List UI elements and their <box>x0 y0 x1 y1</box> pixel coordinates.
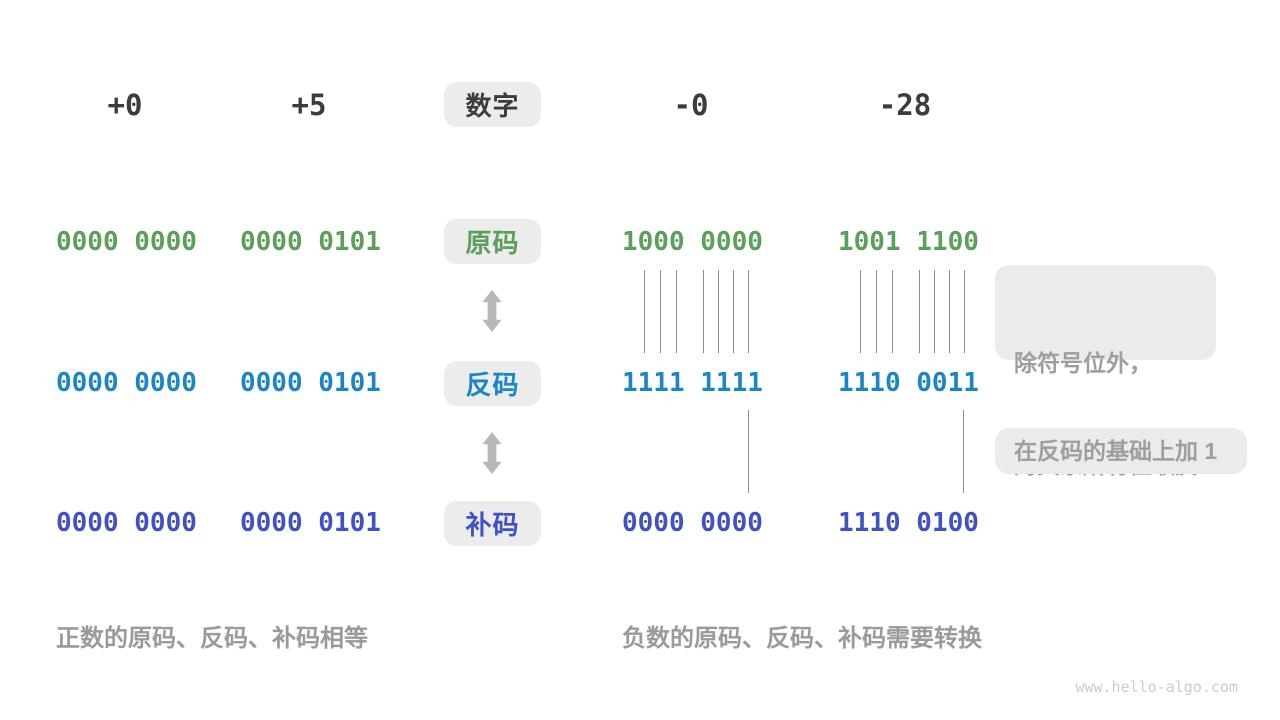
bit-connector-line <box>876 270 877 353</box>
bit-connector-line <box>860 270 861 353</box>
sign-magnitude-neg-28: 1001 1100 <box>838 227 979 257</box>
bit-connector-line <box>676 270 677 353</box>
twos-complement-label-box: 补码 <box>444 501 541 546</box>
negative-caption: 负数的原码、反码、补码需要转换 <box>622 625 982 652</box>
bit-connector-line <box>703 270 704 353</box>
bit-connector-line <box>644 270 645 353</box>
ones-complement-neg-zero: 1111 1111 <box>622 368 763 398</box>
bit-connector-line <box>919 270 920 353</box>
add-one-annotation-text: 在反码的基础上加 1 <box>1014 438 1218 464</box>
number-label-box: 数字 <box>444 82 541 127</box>
bit-connector-line <box>748 270 749 353</box>
positive-caption: 正数的原码、反码、补码相等 <box>56 625 368 652</box>
bit-connector-line <box>733 270 734 353</box>
ones-complement-neg-28: 1110 0011 <box>838 368 979 398</box>
bit-connector-line <box>934 270 935 353</box>
bit-connector-line <box>964 270 965 353</box>
bit-connector-line <box>949 270 950 353</box>
twos-complement-label: 补码 <box>465 510 520 540</box>
twos-complement-neg-zero: 0000 0000 <box>622 508 763 538</box>
twos-complement-pos-zero: 0000 0000 <box>56 508 197 538</box>
twos-complement-pos-five: 0000 0101 <box>240 508 381 538</box>
ones-complement-pos-five: 0000 0101 <box>240 368 381 398</box>
bit-connector-line <box>718 270 719 353</box>
double-arrow-icon <box>481 290 503 332</box>
header-pos-zero: +0 <box>107 88 143 122</box>
sign-magnitude-label-box: 原码 <box>444 219 541 264</box>
header-neg-28: -28 <box>878 88 932 122</box>
number-label: 数字 <box>465 91 520 121</box>
sign-magnitude-pos-five: 0000 0101 <box>240 227 381 257</box>
double-arrow-icon <box>481 432 503 474</box>
ones-complement-label: 反码 <box>465 370 520 400</box>
sign-magnitude-label: 原码 <box>465 228 520 258</box>
sign-magnitude-pos-zero: 0000 0000 <box>56 227 197 257</box>
bit-connector-line <box>963 410 964 493</box>
bit-connector-line <box>660 270 661 353</box>
ones-complement-label-box: 反码 <box>444 361 541 406</box>
add-one-annotation: 在反码的基础上加 1 <box>995 428 1247 474</box>
invert-bits-annotation: 除符号位外， 对其余所有位取反 <box>995 265 1216 478</box>
header-pos-five: +5 <box>291 88 327 122</box>
header-neg-zero: -0 <box>673 88 709 122</box>
ones-complement-pos-zero: 0000 0000 <box>56 368 197 398</box>
watermark: www.hello-algo.com <box>1075 678 1238 696</box>
bit-connector-line <box>748 410 749 493</box>
sign-magnitude-neg-zero: 1000 0000 <box>622 227 763 257</box>
twos-complement-neg-28: 1110 0100 <box>838 508 979 538</box>
bit-connector-line <box>892 270 893 353</box>
invert-bits-annotation-line1: 除符号位外， <box>1014 350 1152 376</box>
